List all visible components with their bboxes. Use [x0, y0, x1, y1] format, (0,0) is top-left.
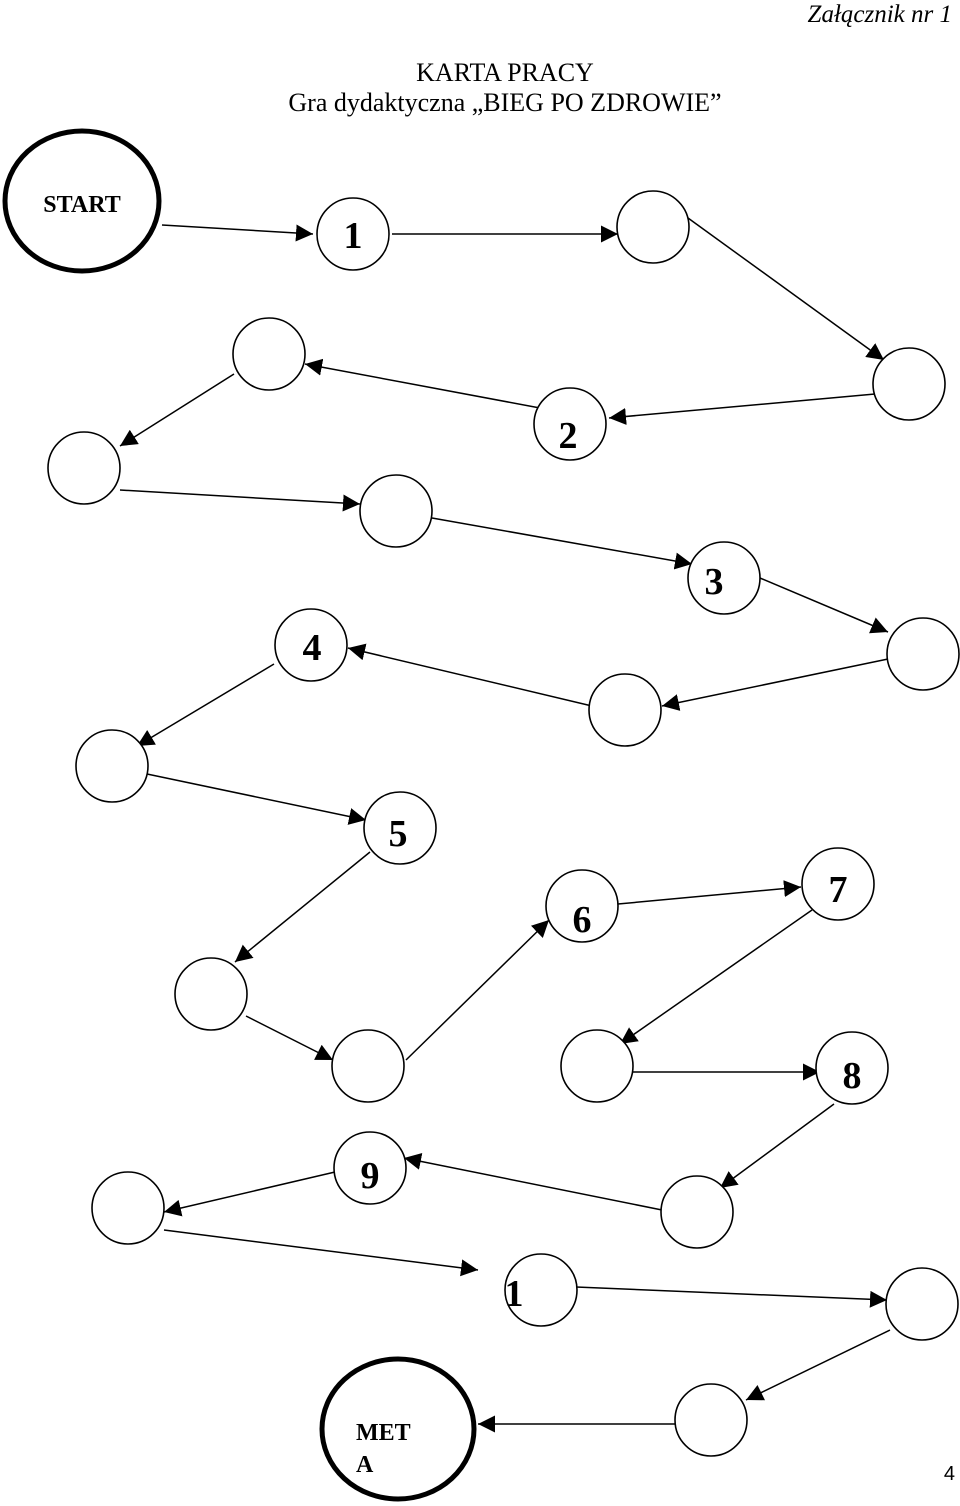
field-4: 4: [274, 608, 348, 682]
field: [872, 347, 946, 421]
arrow: [136, 663, 275, 747]
start-label: START: [43, 192, 120, 218]
field-number-3: 3: [705, 561, 724, 603]
field-1: 1: [316, 197, 390, 271]
field: [886, 617, 960, 691]
field-2: 2: [533, 387, 607, 461]
arrow: [687, 217, 885, 361]
field: [674, 1383, 748, 1457]
arrow: [661, 658, 889, 711]
field: [560, 1029, 634, 1103]
field-9: 9: [333, 1131, 407, 1205]
arrow: [431, 517, 693, 570]
field: [616, 190, 690, 264]
arrow: [245, 1015, 334, 1061]
field: [47, 431, 121, 505]
field-10: 1: [504, 1253, 578, 1327]
field: [331, 1029, 405, 1103]
field: [885, 1267, 959, 1341]
arrow: [403, 1153, 663, 1211]
field-number-4: 4: [303, 627, 322, 669]
arrow: [146, 773, 367, 825]
arrow: [575, 1286, 888, 1308]
finish-label-line2: A: [356, 1452, 374, 1478]
field: [91, 1171, 165, 1245]
arrow: [745, 1329, 891, 1401]
field-number-10: 1: [505, 1273, 524, 1315]
worksheet-title: KARTA PRACY: [416, 58, 594, 87]
arrow: [405, 919, 550, 1061]
game-title: Gra dydaktyczna „BIEG PO ZDROWIE”: [288, 88, 722, 117]
field-number-7: 7: [829, 869, 848, 911]
field: [660, 1175, 734, 1249]
arrow: [163, 1229, 479, 1277]
arrow: [119, 489, 361, 512]
field-number-5: 5: [389, 813, 408, 855]
arrow: [619, 909, 813, 1045]
annex-label: Załącznik nr 1: [807, 1, 952, 28]
field-number-8: 8: [843, 1055, 862, 1097]
field-number-2: 2: [559, 415, 578, 457]
field: [232, 317, 306, 391]
field: [359, 474, 433, 548]
field: [75, 729, 149, 803]
arrow: [759, 577, 889, 634]
finish-field: MET A: [319, 1356, 477, 1502]
field: [174, 957, 248, 1031]
path-arrows: [119, 217, 891, 1433]
field-8: 8: [815, 1031, 889, 1105]
arrow: [119, 373, 235, 447]
board-fields: START 1 2 3 4 5: [2, 128, 960, 1502]
field-number-1: 1: [344, 215, 363, 257]
finish-label-line1: MET: [356, 1420, 411, 1446]
field-number-6: 6: [573, 899, 592, 941]
arrow: [163, 1171, 336, 1217]
arrow: [304, 358, 541, 409]
arrow: [161, 224, 314, 242]
field-6: 6: [545, 869, 619, 943]
field-5: 5: [363, 791, 437, 865]
arrow: [719, 1103, 835, 1189]
page-number: 4: [943, 1463, 955, 1485]
arrow: [347, 643, 593, 707]
field-7: 7: [801, 847, 875, 921]
arrow: [234, 851, 371, 963]
arrow: [608, 393, 876, 425]
arrow: [617, 880, 802, 905]
field: [588, 673, 662, 747]
field-number-9: 9: [361, 1155, 380, 1197]
start-field: START: [2, 128, 162, 274]
field-3: 3: [687, 541, 761, 615]
